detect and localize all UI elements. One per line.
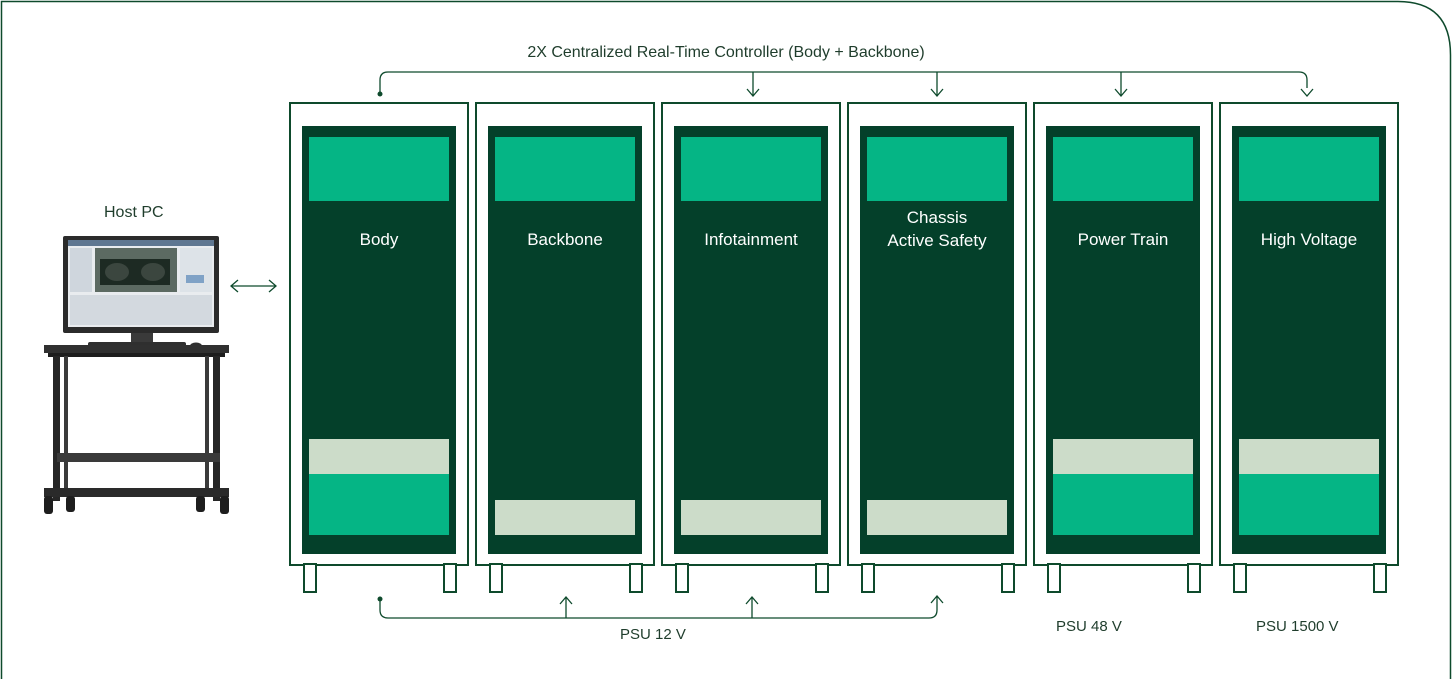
rack-foot [861, 563, 875, 593]
rack-chassis-cabinet: Chassis Active Safety [860, 126, 1014, 554]
rack-powertrain-cabinet: Power Train [1046, 126, 1200, 554]
rack-highvoltage-gray-module [1239, 439, 1379, 474]
rack-backbone-cabinet: Backbone [488, 126, 642, 554]
rack-foot [629, 563, 643, 593]
rack-foot [1001, 563, 1015, 593]
controller-bracket [379, 71, 1314, 97]
rack-powertrain: Power Train [1033, 102, 1213, 566]
rack-powertrain-label: Power Train [1077, 230, 1169, 249]
controller-title: 2X Centralized Real-Time Controller (Bod… [527, 44, 925, 61]
rack-chassis-top-module [867, 137, 1007, 201]
rack-highvoltage-label: High Voltage [1260, 230, 1358, 249]
rack-powertrain-bottom-module [1053, 474, 1193, 535]
rack-highvoltage-bottom-module [1239, 474, 1379, 535]
rack-body-label: Body [359, 230, 399, 249]
rack-highvoltage: High Voltage [1219, 102, 1399, 566]
rack-foot [443, 563, 457, 593]
rack-body-gray-module [309, 439, 449, 474]
rack-infotainment-cabinet: Infotainment [674, 126, 828, 554]
rack-foot [1233, 563, 1247, 593]
rack-powertrain-top-module [1053, 137, 1193, 201]
rack-foot [675, 563, 689, 593]
psu-12v-label: PSU 12 V [620, 626, 686, 643]
rack-body-bottom-module [309, 474, 449, 535]
rack-foot [303, 563, 317, 593]
rack-foot [1373, 563, 1387, 593]
rack-foot [489, 563, 503, 593]
rack-chassis-label: Chassis Active Safety [887, 208, 987, 250]
bracket-start-dot [377, 91, 383, 97]
rack-backbone: Backbone [475, 102, 655, 566]
rack-highvoltage-cabinet: High Voltage [1232, 126, 1386, 554]
rack-infotainment-gray-module [681, 500, 821, 535]
rack-backbone-label: Backbone [527, 230, 603, 249]
rack-foot [1047, 563, 1061, 593]
psu-1500v-label: PSU 1500 V [1256, 618, 1339, 635]
rack-chassis-gray-module [867, 500, 1007, 535]
rack-body-cabinet: Body [302, 126, 456, 554]
rack-powertrain-gray-module [1053, 439, 1193, 474]
host-pc-illustration [44, 236, 229, 514]
rack-backbone-top-module [495, 137, 635, 201]
rack-infotainment-top-module [681, 137, 821, 201]
psu-bracket-start-dot [377, 596, 383, 602]
psu12-bracket [379, 595, 944, 619]
rack-backbone-gray-module [495, 500, 635, 535]
rack-infotainment: Infotainment [661, 102, 841, 566]
psu-48v-label: PSU 48 V [1056, 618, 1122, 635]
rack-body-top-module [309, 137, 449, 201]
rack-infotainment-label: Infotainment [704, 230, 798, 249]
rack-foot [1187, 563, 1201, 593]
host-pc-label: Host PC [104, 204, 164, 221]
bidirectional-arrow-icon [230, 279, 277, 293]
rack-foot [815, 563, 829, 593]
rack-body: Body [289, 102, 469, 566]
rack-highvoltage-top-module [1239, 137, 1379, 201]
rack-chassis: Chassis Active Safety [847, 102, 1027, 566]
